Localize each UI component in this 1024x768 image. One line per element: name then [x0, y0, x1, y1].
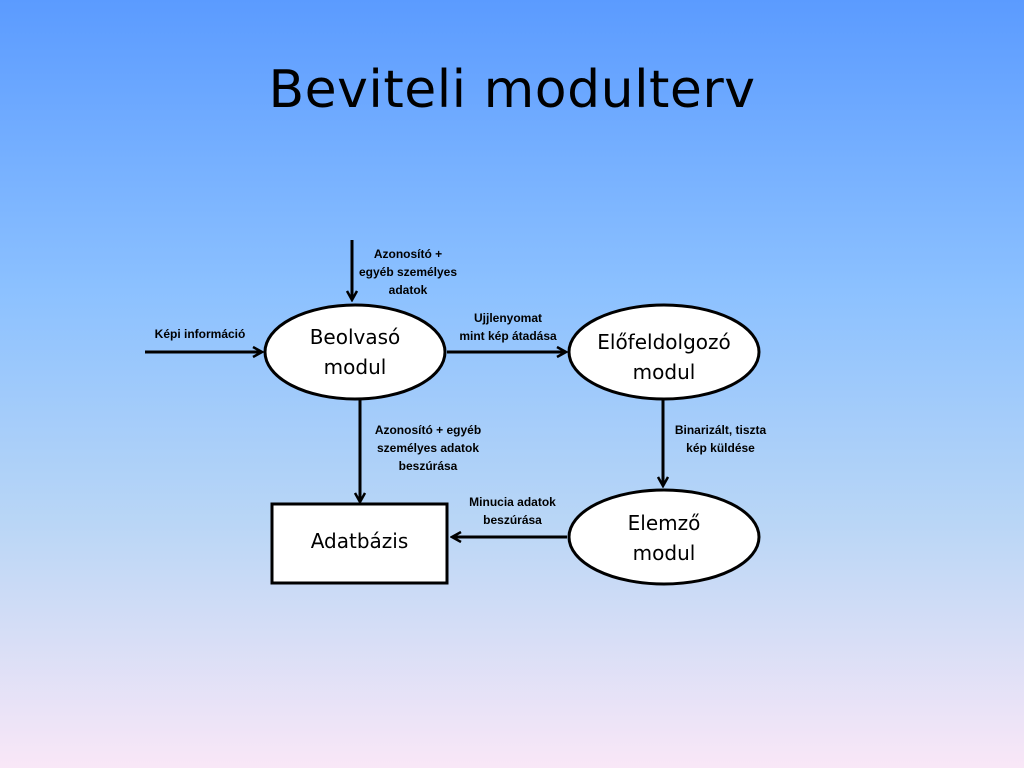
node-elemzo-label: Elemző modul — [627, 511, 701, 565]
node-elemzo — [567, 488, 761, 586]
edge-label-beolvaso-to-elofeldolgozo: Ujjlenyomat mint kép átadása — [459, 311, 557, 343]
node-beolvaso — [263, 303, 447, 401]
node-beolvaso-label: Beolvasó modul — [309, 325, 401, 379]
edge-label-elemzo-to-adatbazis: Minucia adatok beszúrása — [469, 495, 556, 527]
node-elofeldolgozo-label: Előfeldolgozó modul — [597, 330, 731, 384]
edge-label-top-input: Azonosító + egyéb személyes adatok — [358, 247, 458, 297]
node-elofeldolgozo — [567, 303, 761, 401]
node-adatbazis — [270, 502, 449, 585]
node-adatbazis-label: Adatbázis — [310, 529, 409, 553]
edge-label-elofeldolgozo-to-elemzo: Binarizált, tiszta kép küldése — [674, 423, 767, 455]
edge-label-left-input: Képi információ — [154, 327, 246, 341]
edge-label-beolvaso-to-adatbazis: Azonosító + egyéb személyes adatok beszú… — [374, 423, 482, 473]
slide-title: Beviteli modulterv — [268, 60, 756, 120]
